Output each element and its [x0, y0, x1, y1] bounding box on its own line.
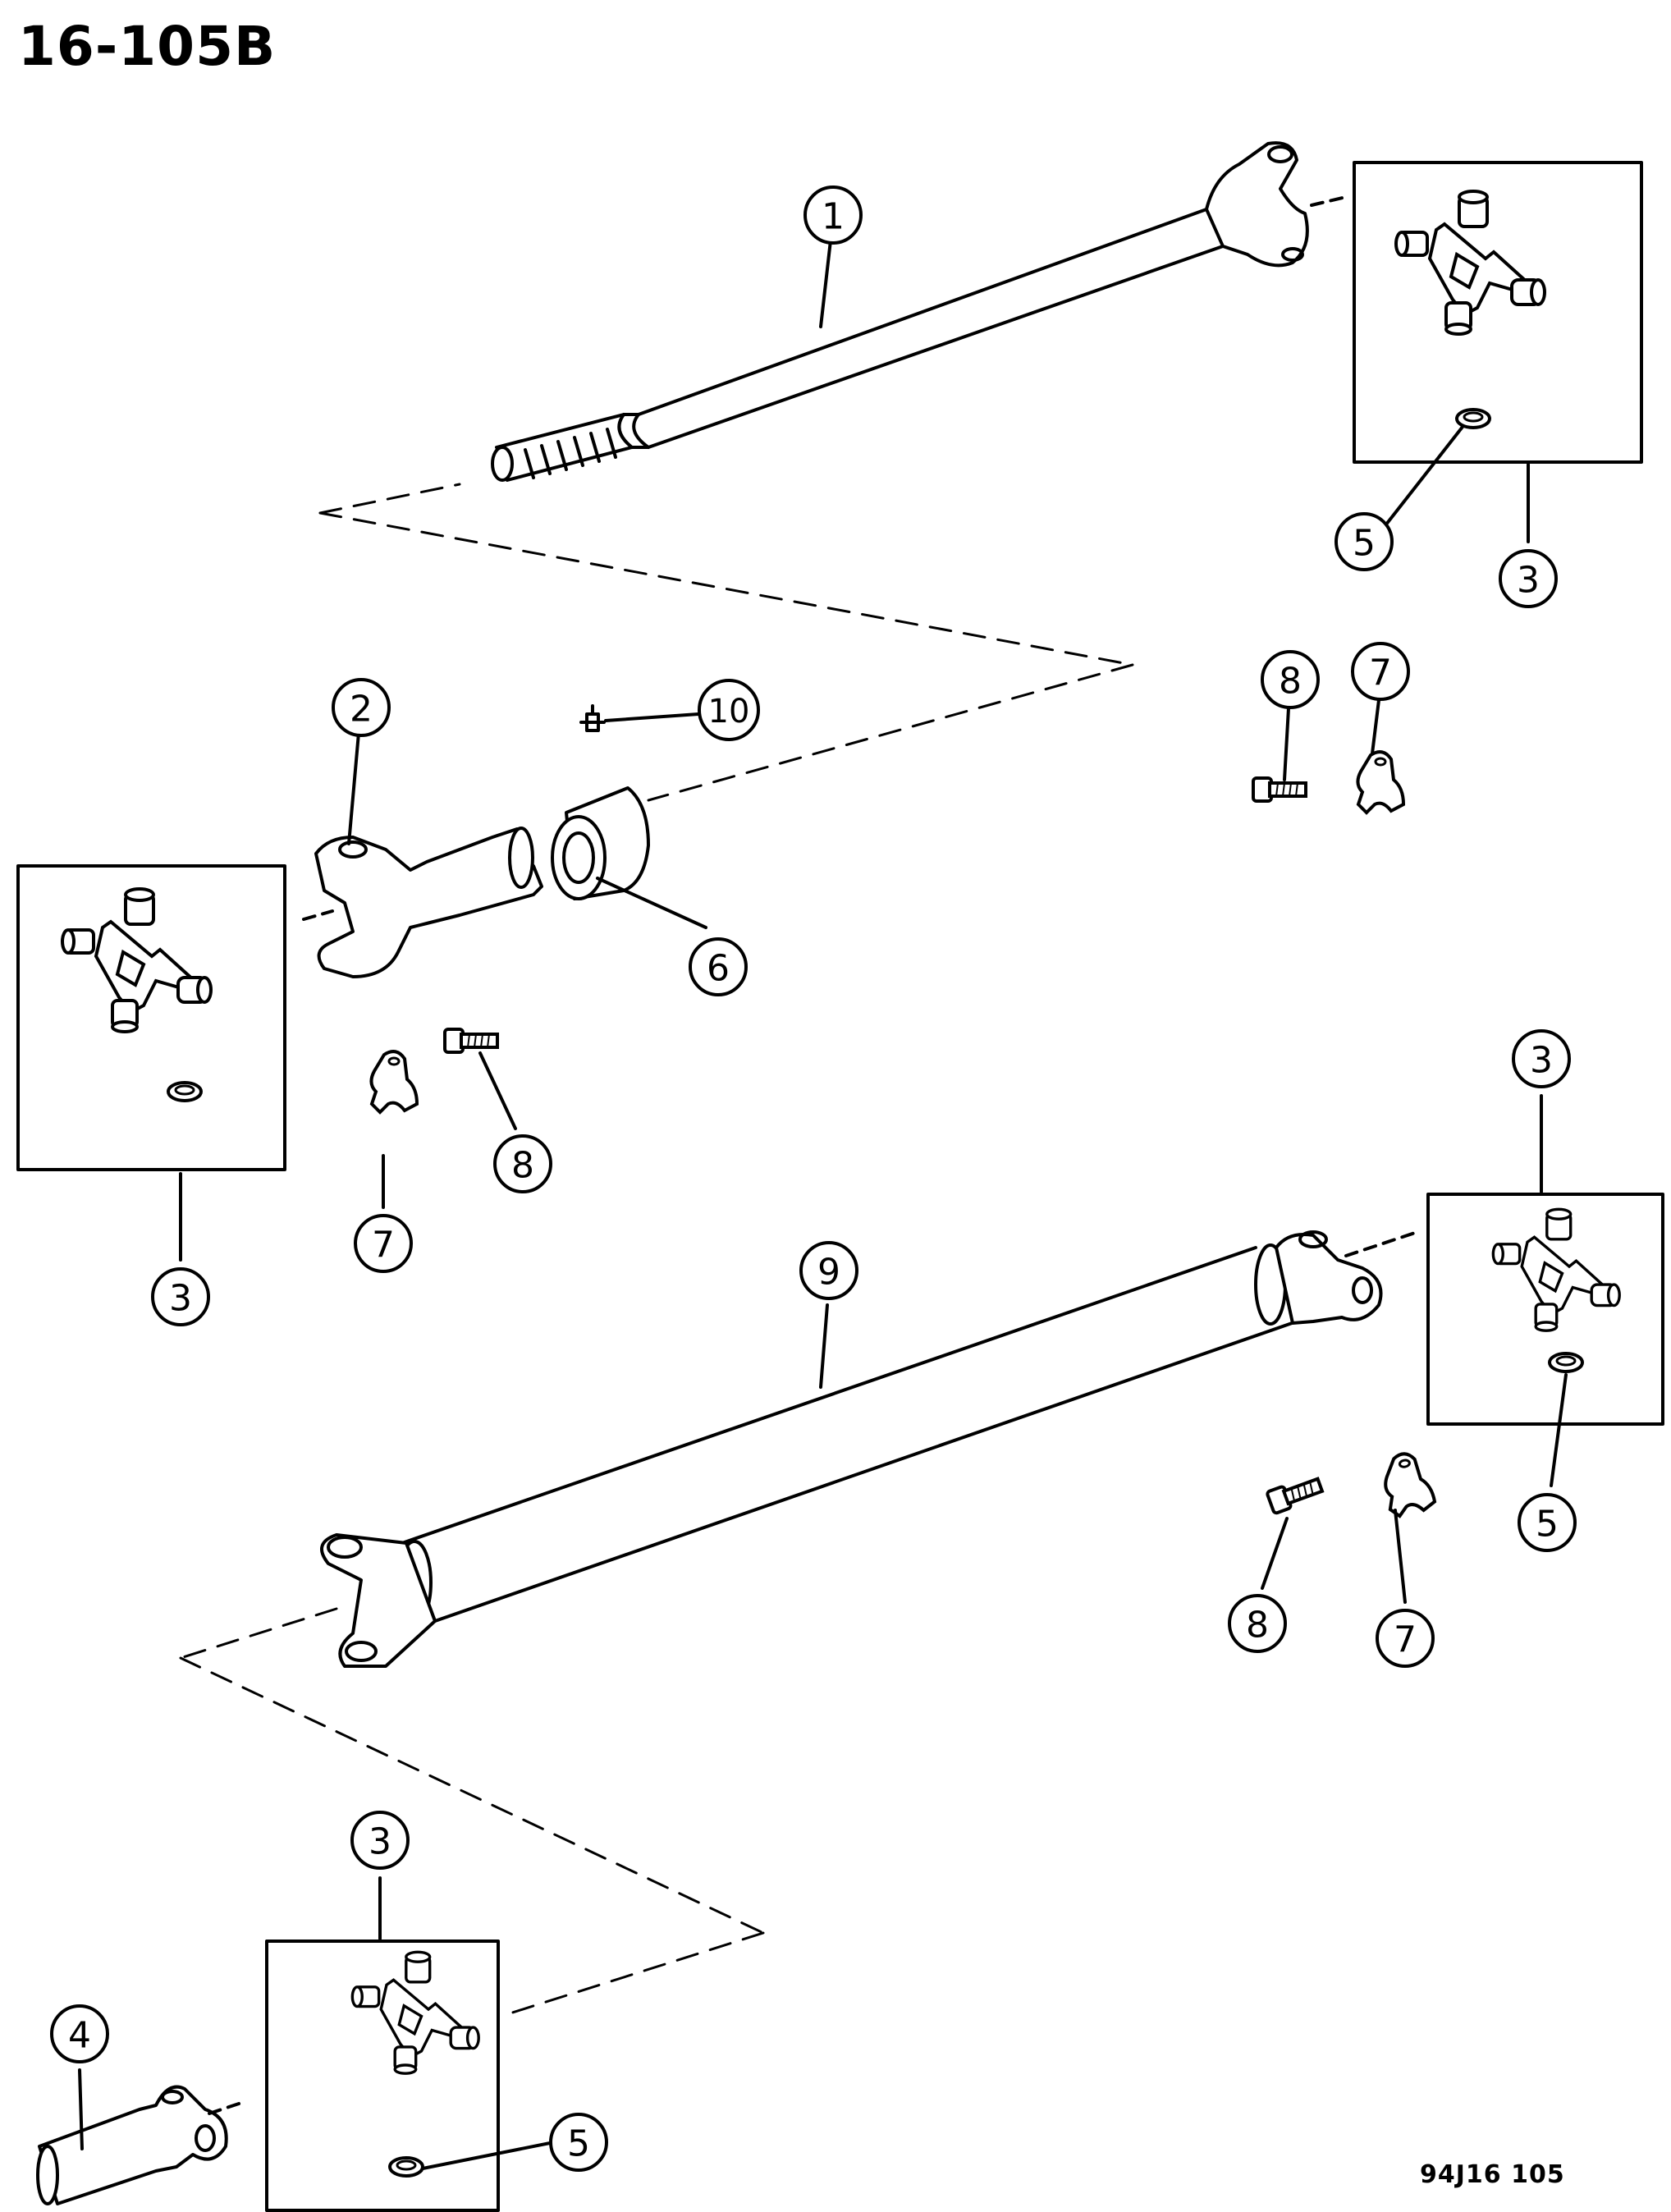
- callout-circle-5a: [1335, 512, 1394, 571]
- bolt-upper-right: [1252, 776, 1307, 803]
- callout-circle-6: [689, 937, 748, 996]
- callout-8b: 8: [511, 1145, 534, 1187]
- snap-ring-left: [167, 1081, 203, 1102]
- callout-circle-9: [799, 1241, 858, 1300]
- callout-circle-5b: [1518, 1493, 1577, 1552]
- footer-code: 94J16 105: [1420, 2160, 1565, 2189]
- callout-circle-8c: [1228, 1594, 1287, 1653]
- ujoint-cross-bottom: [350, 1950, 480, 2075]
- callout-circle-1: [803, 185, 863, 245]
- ujoint-cross-top-right: [1394, 190, 1546, 336]
- callout-circle-3c: [1512, 1029, 1571, 1088]
- bolt-lower-right: [1265, 1472, 1326, 1516]
- dust-boot: [551, 786, 650, 900]
- callout-1: 1: [822, 196, 845, 238]
- callout-4: 4: [68, 2015, 91, 2057]
- transfer-case-yoke: [36, 2085, 248, 2205]
- callout-circle-7c: [1376, 1609, 1435, 1668]
- callout-circle-10: [698, 679, 760, 741]
- callout-circle-2: [332, 678, 391, 737]
- snap-ring-right: [1548, 1352, 1584, 1373]
- callout-5c: 5: [567, 2123, 590, 2165]
- callout-6: 6: [707, 948, 730, 990]
- bolt-left: [443, 1028, 499, 1054]
- callout-circle-7b: [354, 1214, 413, 1273]
- callout-7b: 7: [372, 1225, 395, 1266]
- callout-3d: 3: [369, 1821, 391, 1863]
- rear-propeller-shaft: [320, 1230, 1421, 1668]
- sheet-title: 16-105B: [18, 15, 277, 78]
- front-propeller-shaft: [491, 141, 1348, 482]
- strap-clamp-left: [369, 1050, 419, 1114]
- ujoint-kit-box-left: [16, 864, 286, 1171]
- snap-ring-top-right: [1455, 408, 1491, 429]
- callout-8a: 8: [1279, 661, 1302, 703]
- snap-ring-bottom: [388, 2156, 424, 2178]
- ujoint-kit-box-bottom: [265, 1940, 500, 2212]
- strap-clamp-lower-right: [1379, 1448, 1438, 1519]
- ujoint-kit-box-right: [1426, 1193, 1664, 1426]
- callout-circle-3b: [151, 1267, 210, 1326]
- callout-5b: 5: [1536, 1504, 1559, 1546]
- callout-circle-7a: [1351, 642, 1410, 701]
- callout-8c: 8: [1246, 1605, 1269, 1646]
- callout-7c: 7: [1394, 1619, 1417, 1661]
- ujoint-cross-left: [61, 887, 213, 1033]
- callout-10: 10: [708, 693, 750, 730]
- callout-circle-8b: [493, 1134, 552, 1193]
- callout-circle-3a: [1499, 549, 1558, 608]
- callout-3b: 3: [169, 1278, 192, 1320]
- callout-3a: 3: [1517, 560, 1540, 602]
- strap-clamp-upper-right: [1356, 750, 1405, 814]
- callout-7a: 7: [1369, 653, 1392, 694]
- callout-circle-3d: [350, 1811, 410, 1870]
- callout-circle-4: [50, 2004, 109, 2063]
- callout-5a: 5: [1353, 523, 1376, 565]
- callout-3c: 3: [1530, 1040, 1553, 1082]
- callout-2: 2: [350, 689, 373, 730]
- callout-circle-8a: [1261, 650, 1320, 709]
- grease-fitting: [579, 704, 606, 732]
- callout-9: 9: [817, 1252, 840, 1294]
- ujoint-kit-box-top-right: [1353, 161, 1643, 464]
- ujoint-cross-right: [1491, 1207, 1621, 1332]
- slip-yoke: [302, 827, 543, 978]
- callout-circle-5c: [549, 2113, 608, 2172]
